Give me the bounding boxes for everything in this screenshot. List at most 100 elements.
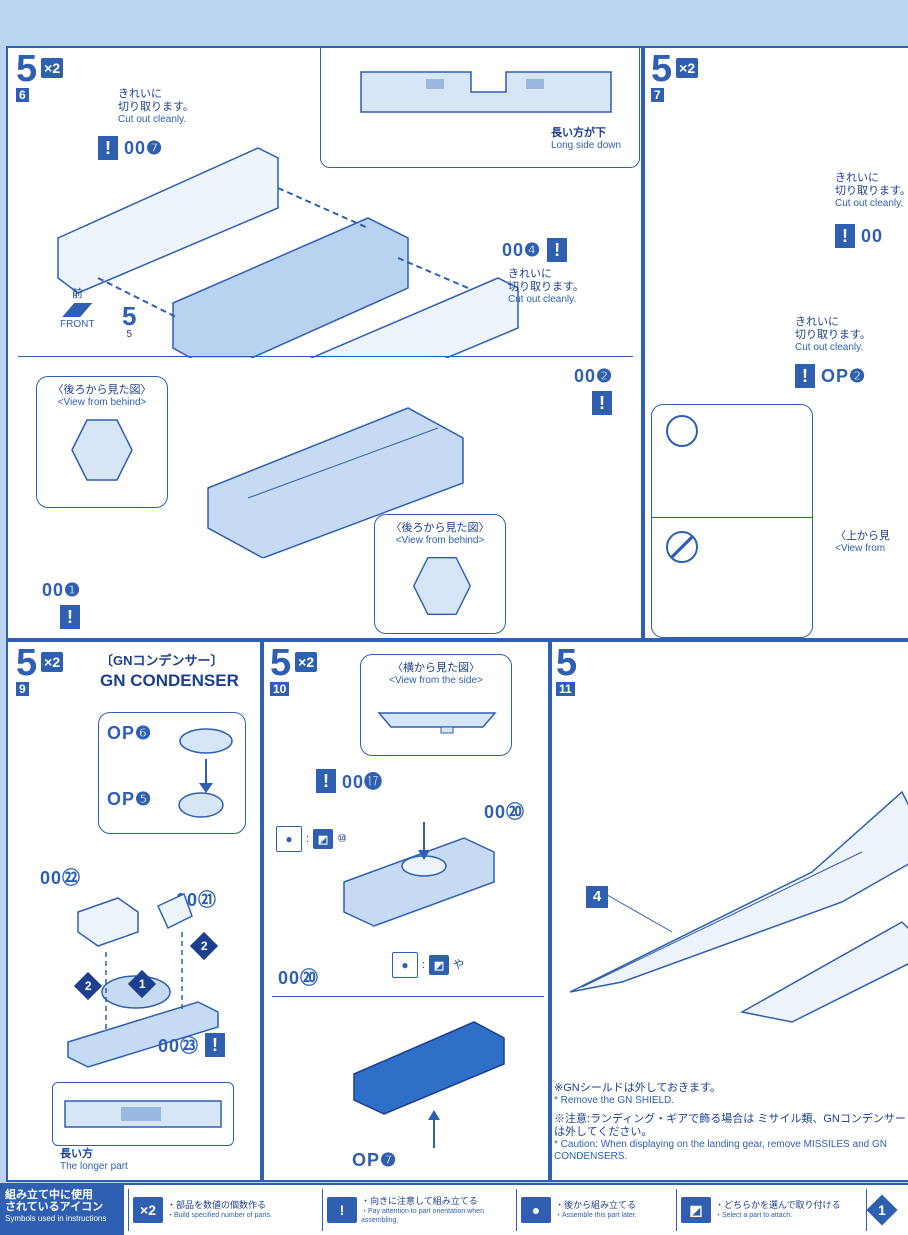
step-number: 5 [16,642,38,684]
orientation-warning-icon: ! [592,391,612,415]
legend-jp: ・後から組み立てる [555,1200,637,1210]
legend-en: ・Pay attention to part orientation when … [361,1207,484,1224]
callout-long-side: 長い方が下 Long side down [320,48,640,168]
cut-note-jp1: きれいに [795,316,839,328]
callout-view-behind-right: 〈後ろから見た図〉 <View from behind> [374,514,506,634]
ref-step-number: 5 [122,301,137,331]
part-label-023: 00㉓ ! [158,1032,226,1058]
assemble-later-icon: ● [392,952,418,978]
front-jp: 前 [71,288,83,300]
step-substep: 10 [270,682,290,696]
cut-note-jp1: きれいに [118,88,162,100]
longer-part-label: 長い方 The longer part [60,1148,128,1173]
legend-item-orientation: ! ・向きに注意して組み立てる・Pay attention to part or… [322,1189,512,1231]
hexagon-part-icon [71,419,133,481]
step-number: 5 [651,48,673,90]
long-side-en: Long side down [551,140,622,151]
part-number: 00❹ [502,239,542,260]
note-caution-en: * Caution: When displaying on the landin… [554,1139,887,1162]
view-behind-jp: 〈後ろから見た図〉 [390,522,490,534]
view-above-jp: 〈上から見 [835,530,890,542]
frame-body-diagram [207,407,464,558]
order-number: 1 [138,977,146,991]
part-label-017: ! 00⓱ [316,768,383,794]
view-behind-en: <View from behind> [57,397,147,408]
legend-jp: ・向きに注意して組み立てる [361,1195,478,1206]
times-two-icon: ×2 [295,652,318,672]
part-label-00x: ! 00 [835,224,883,248]
sticker-select-b: ● : ◩ や [392,952,464,978]
view-behind-jp: 〈後ろから見た図〉 [52,384,152,396]
part-number: 00⑳ [278,968,320,988]
gn-condenser-body-diagram [343,822,495,927]
part-number: OP❷ [821,365,867,386]
part-number: 00⓱ [342,772,384,792]
front-en: FRONT [60,319,95,330]
part-label-020b: 00⑳ [278,964,319,990]
title-en: GN CONDENSER [100,671,239,690]
step-header-11: 5 11 [556,642,606,700]
part-number: OP❺ [107,789,153,809]
step-panel-9: 5 ×2 9 〔GNコンデンサー〕 GN CONDENSER OP❻ OP❺ 0… [6,640,262,1182]
colon: : [306,832,310,845]
order-number: 1 [878,1201,886,1218]
part-number: OP❼ [352,1150,398,1170]
legend-en: ・Select a part to attach. [715,1212,793,1219]
cut-note-right: きれいに 切り取ります。 Cut out cleanly. [508,268,584,306]
cut-note-jp2: 切り取ります。 [118,101,194,113]
part-number: 00❼ [124,137,164,158]
cut-note-7a: きれいに 切り取ります。 Cut out cleanly. [835,172,908,210]
part-label-002: 00❷ ! [574,366,613,415]
legend-head-jp1: 組み立て中に使用 [5,1189,93,1201]
sticker-mark: ⑩ [337,832,347,845]
step-substep: 7 [651,88,664,102]
condenser-cover-diagram [353,1021,505,1148]
part-label-op5: OP❺ [107,789,152,810]
times-two-icon: ×2 [41,652,64,672]
view-above-en: <View from [835,543,886,554]
view-side-en: <View from the side> [389,675,483,686]
divider [18,356,633,357]
callout-longer-part [52,1082,234,1146]
part-number: 00⑳ [484,802,526,822]
part-callout-4: 4 [586,886,608,908]
times-two-icon: ×2 [676,58,699,78]
longer-part-en: The longer part [60,1161,128,1172]
view-behind-en: <View from behind> [395,535,485,546]
step-number: 5 [556,642,578,684]
notes: ※GNシールドは外しておきます。 * Remove the GN SHIELD.… [554,1082,908,1163]
step-header-10: 5 ×2 10 [270,644,350,700]
front-indicator: 前 FRONT [60,288,94,331]
times-two-icon: ×2 [41,58,64,78]
step-panel-10: 5 ×2 10 〈横から見た図〉 <View from the side> ! … [262,640,550,1182]
view-side-jp: 〈横から見た図〉 [392,662,480,674]
part-label-op6: OP❻ [107,723,152,744]
cut-note-jp1: きれいに [835,172,879,184]
legend-en: ・Build specified number of parts. [167,1212,273,1219]
part-label-op2: ! OP❷ [795,364,866,388]
longer-part-diagram [64,1100,222,1128]
step-panel-7: 5 ×2 7 きれいに 切り取ります。 Cut out cleanly. ! 0… [643,46,908,640]
orientation-warning-icon: ! [60,605,80,629]
part-label-001: 00❶ ! [42,580,81,629]
cut-note-jp1: きれいに [508,268,552,280]
order-step-icon: 1 [866,1194,898,1226]
step-substep: 9 [16,682,29,696]
step-header-7: 5 ×2 7 [651,48,731,106]
legend-en: ・Assemble this part later. [555,1212,637,1219]
cut-note-en: Cut out cleanly. [835,198,904,209]
note-shield-jp: ※GNシールドは外しておきます。 [554,1082,721,1094]
part-label-004: 00❹ ! [502,238,568,262]
select-part-icon: ◩ [681,1197,711,1223]
title-jp: 〔GNコンデンサー〕 [100,653,224,668]
part-number: 00㉓ [158,1036,200,1056]
part-number: 00㉒ [40,868,82,888]
side-view-part-icon [377,712,497,734]
aircraft-diagram [569,790,908,1023]
cut-note-en: Cut out cleanly. [795,342,864,353]
divider [272,996,544,997]
ref-step-5-5: 5 5 [122,301,137,341]
order-number: 2 [84,979,92,993]
cut-note-jp2: 切り取ります。 [835,185,908,197]
long-side-jp: 長い方が下 [551,127,606,139]
